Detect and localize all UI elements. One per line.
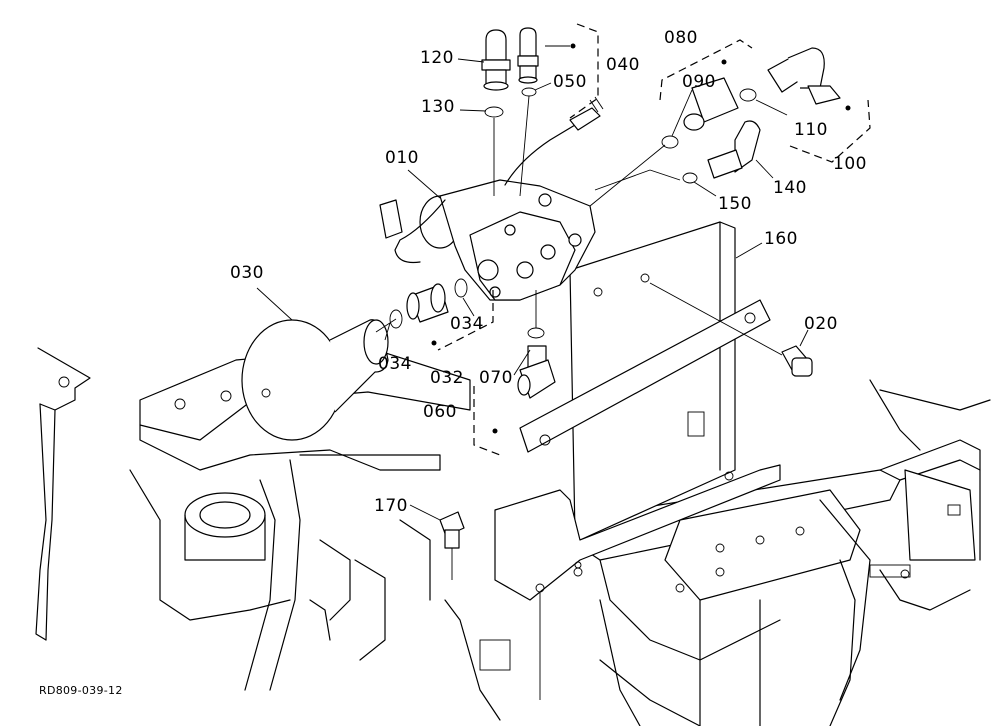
fittings-right: [589, 39, 871, 207]
callout-120: 120: [420, 48, 454, 68]
callout-034-left: 034: [378, 354, 412, 374]
callout-150: 150: [718, 194, 752, 214]
callout-070: 070: [479, 368, 513, 388]
callout-030: 030: [230, 263, 264, 283]
callout-040: 040: [606, 55, 640, 75]
plugs: [439, 282, 813, 580]
callout-010: 010: [385, 148, 419, 168]
leader-lines: [256, 58, 809, 521]
callout-160: 160: [764, 229, 798, 249]
callout-130: 130: [421, 97, 455, 117]
callout-090: 090: [682, 72, 716, 92]
callout-050: 050: [553, 72, 587, 92]
callout-060: 060: [423, 402, 457, 422]
drawing-id-label: RD809-039-12: [39, 684, 123, 697]
callout-034-right: 034: [450, 314, 484, 334]
callout-032: 032: [430, 368, 464, 388]
callout-170: 170: [374, 496, 408, 516]
valve-assembly-010: [379, 96, 604, 301]
accumulator-030: [241, 319, 389, 441]
mounting-bracket-160: [494, 221, 781, 700]
callout-100: 100: [833, 154, 867, 174]
callout-020: 020: [804, 314, 838, 334]
fittings-top: [481, 23, 599, 197]
callout-080: 080: [664, 28, 698, 48]
callout-140: 140: [773, 178, 807, 198]
fittings-lower: [375, 278, 556, 456]
callout-110: 110: [794, 120, 828, 140]
